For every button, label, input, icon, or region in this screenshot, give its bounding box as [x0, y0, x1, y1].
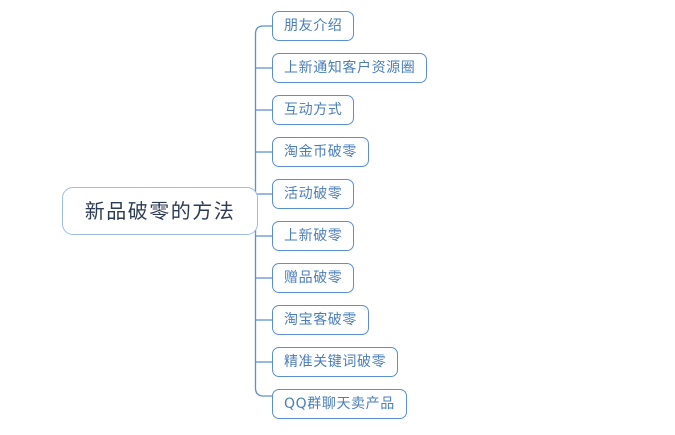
- child-node-label: 精准关键词破零: [284, 354, 387, 370]
- elbow-0: [254, 25, 272, 35]
- child-node-10[interactable]: QQ群聊天卖产品: [272, 389, 407, 419]
- child-node-1[interactable]: 朋友介绍: [272, 11, 355, 41]
- child-node-5[interactable]: 活动破零: [272, 179, 355, 209]
- child-node-9[interactable]: 精准关键词破零: [272, 347, 399, 377]
- child-node-3[interactable]: 互动方式: [272, 95, 355, 125]
- child-node-label: 淘宝客破零: [284, 312, 357, 328]
- child-node-label: 赠品破零: [284, 270, 343, 286]
- root-node-label: 新品破零的方法: [84, 199, 236, 223]
- child-node-label: 上新通知客户资源圈: [284, 60, 416, 76]
- child-node-label: 淘金币破零: [284, 144, 357, 160]
- child-node-6[interactable]: 上新破零: [272, 221, 355, 251]
- root-node[interactable]: 新品破零的方法: [62, 187, 258, 235]
- child-node-label: QQ群聊天卖产品: [284, 396, 395, 412]
- child-node-4[interactable]: 淘金币破零: [272, 137, 369, 167]
- child-node-label: 互动方式: [284, 102, 343, 118]
- child-node-label: 上新破零: [284, 228, 343, 244]
- child-node-2[interactable]: 上新通知客户资源圈: [272, 53, 428, 83]
- child-node-label: 朋友介绍: [284, 18, 343, 34]
- child-node-label: 活动破零: [284, 186, 343, 202]
- child-node-7[interactable]: 赠品破零: [272, 263, 355, 293]
- elbow-9: [254, 387, 272, 397]
- child-node-8[interactable]: 淘宝客破零: [272, 305, 369, 335]
